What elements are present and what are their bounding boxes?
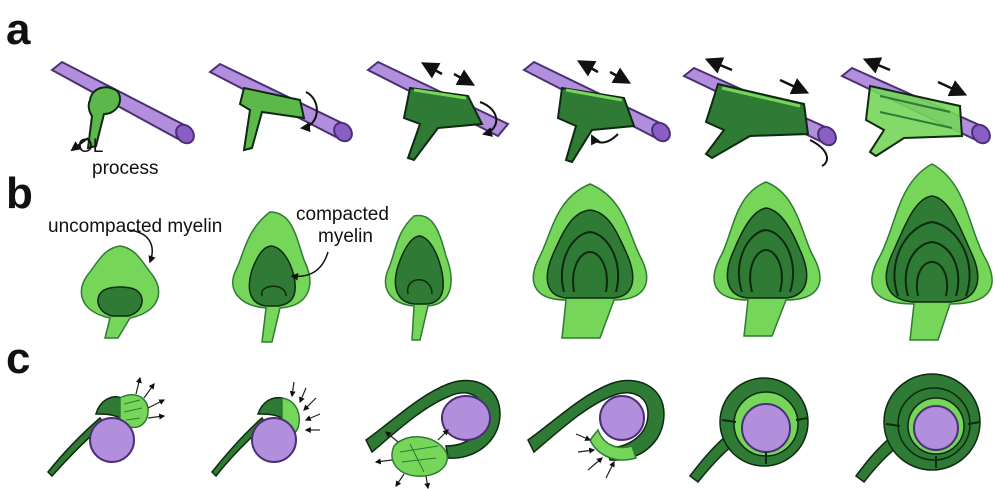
stage-c2 (212, 382, 320, 476)
axon-cross-section (442, 396, 490, 440)
arrow-extend-left (708, 60, 732, 70)
arrow-extend-right (610, 72, 628, 82)
axon-cross-section (90, 418, 134, 462)
compacted-region (98, 287, 142, 316)
stage-c5 (690, 378, 808, 482)
row-c (48, 374, 980, 488)
stage-c3 (366, 381, 500, 488)
row-b: uncompacted myelin compacted myelin (48, 164, 992, 342)
stage-a5 (684, 60, 840, 166)
ol-sheet (404, 88, 482, 160)
label-process: process (92, 158, 159, 179)
stage-b3 (386, 216, 452, 340)
stage-a4 (524, 62, 674, 162)
arrow-extend-right (938, 82, 964, 94)
inner-tongue (96, 397, 122, 418)
stage-b4 (533, 184, 646, 338)
arrow-extend-right (780, 80, 806, 92)
leading-edge (392, 437, 447, 476)
row-a: OL process (52, 60, 994, 179)
stage-b5 (714, 182, 820, 336)
arrow-extend-left (580, 62, 598, 72)
arrow-extend-left (866, 60, 890, 70)
stage-a6 (842, 60, 994, 156)
wrap-arrow (592, 134, 618, 143)
ol-sheet (240, 88, 304, 150)
arrow-extend-left (424, 64, 442, 74)
label-compacted: compacted (296, 204, 389, 225)
stage-b6 (872, 164, 992, 340)
ol-sheet (558, 88, 634, 162)
retract-arrow-3 (588, 458, 602, 470)
inner-tongue (258, 398, 282, 418)
stage-a3 (368, 62, 508, 160)
axon-cross-section (914, 406, 958, 450)
retract-arrow-4 (306, 414, 320, 420)
axon-cross-section (742, 404, 790, 452)
panel-letter-c: c (6, 334, 30, 383)
stage-c4 (528, 381, 664, 478)
retract-arrow-2 (300, 388, 306, 402)
label-uncompacted-myelin: uncompacted myelin (48, 216, 222, 237)
panel-letter-b: b (6, 169, 33, 218)
spread-arrow-4 (426, 476, 428, 488)
stage-a2 (210, 64, 356, 150)
spread-arrow-5 (438, 430, 448, 440)
spread-arrow-2 (144, 384, 154, 398)
stage-a1 (52, 62, 198, 150)
label-ol: OL (78, 136, 103, 157)
retract-arrow-1 (292, 382, 294, 396)
panel-letter-a: a (6, 5, 31, 54)
spread-arrow-4 (148, 416, 164, 418)
axon-cross-section (252, 418, 296, 462)
axon-cross-section (600, 396, 644, 440)
retract-arrow-2 (578, 450, 594, 452)
stage-c6 (856, 374, 980, 482)
stage-b1 (81, 246, 158, 338)
retract-arrow-3 (304, 398, 316, 410)
retract-arrow-4 (606, 462, 614, 478)
spread-arrow-3 (148, 400, 164, 408)
retract-arrow-1 (576, 434, 590, 440)
spread-arrow-1 (136, 378, 140, 394)
stage-c1 (48, 378, 164, 476)
arrow-extend-right (454, 74, 472, 84)
spread-arrow-2 (376, 460, 392, 462)
spread-arrow-3 (396, 474, 404, 486)
label-myelin: myelin (318, 226, 373, 247)
